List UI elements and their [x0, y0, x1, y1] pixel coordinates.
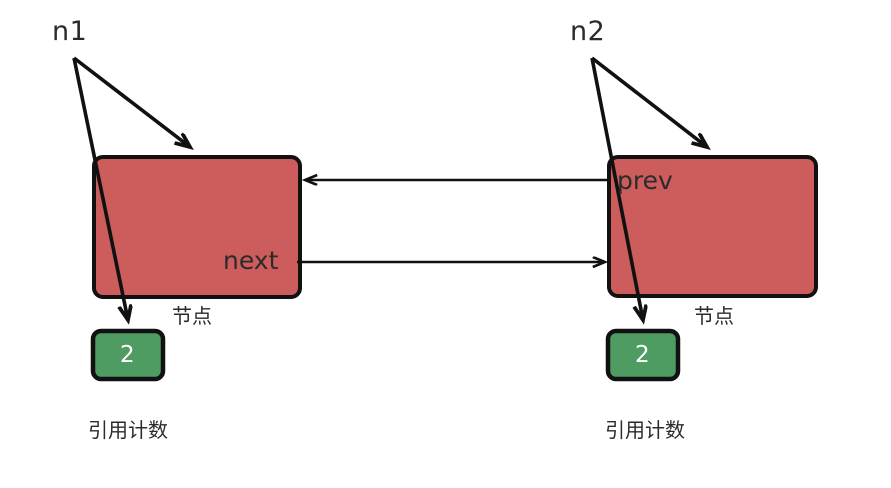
- n1-to-refcount-arrow: [72, 57, 128, 320]
- n2-to-refcount-arrow: [590, 57, 643, 320]
- right-node-prev-label: prev: [617, 166, 673, 195]
- right-refcount-box: [605, 328, 681, 382]
- right-node-caption: 节点: [694, 304, 734, 328]
- right-refcount-value: 2: [635, 342, 650, 368]
- right-refcount-caption: 引用计数: [605, 418, 685, 442]
- variable-label-n1: n1: [52, 16, 88, 47]
- left-refcount-box: [90, 328, 166, 382]
- n2-to-node-arrow: [590, 56, 707, 147]
- n1-to-node-arrow: [72, 56, 190, 147]
- left-node-next-label: next: [223, 246, 279, 275]
- left-refcount-caption: 引用计数: [88, 418, 168, 442]
- left-refcount-value: 2: [120, 342, 135, 368]
- right-node-box: [607, 155, 818, 298]
- variable-label-n2: n2: [570, 16, 606, 47]
- left-node-box: [92, 155, 302, 299]
- left-node-caption: 节点: [172, 304, 212, 328]
